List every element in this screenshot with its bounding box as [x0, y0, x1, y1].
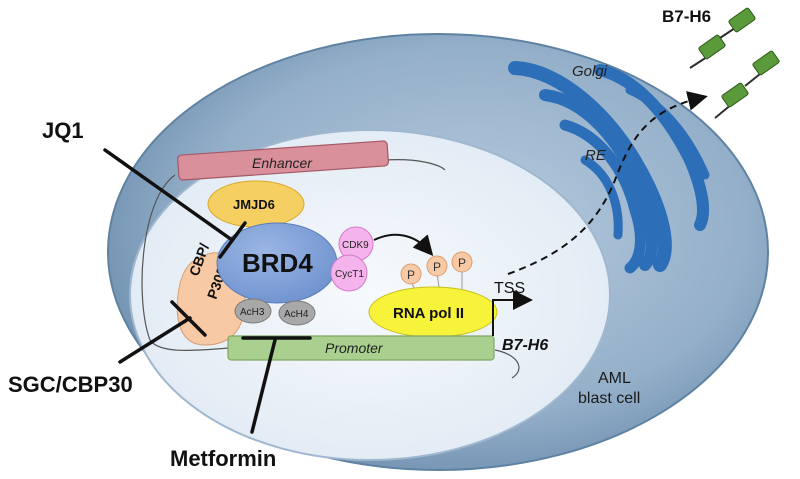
b7h6-surface-protein-1 — [689, 7, 756, 69]
cyct1-label: CycT1 — [335, 269, 364, 280]
dna-strand — [141, 159, 520, 379]
tss-arrow — [492, 290, 533, 336]
enhancer-bar — [177, 140, 389, 181]
golgi-apparatus — [508, 61, 710, 274]
enhancer-label: Enhancer — [252, 155, 313, 171]
cell-label-line1: AML — [598, 370, 631, 387]
promoter-bar — [227, 335, 495, 361]
histone-ach3 — [234, 298, 272, 324]
gene-label: B7-H6 — [502, 337, 548, 354]
cyct1-protein — [330, 254, 368, 292]
phosphate-3-label: P — [458, 256, 466, 270]
tss-label: TSS — [494, 280, 525, 297]
surface-protein-label: B7-H6 — [662, 7, 711, 26]
b7h6-surface-protein-2 — [714, 50, 780, 119]
phosphate-1 — [400, 263, 422, 285]
ach4-label: AcH4 — [284, 309, 309, 320]
re-label: RE — [585, 147, 607, 164]
phosphate-2 — [426, 255, 448, 277]
promoter-label: Promoter — [325, 340, 384, 356]
brd4-label: BRD4 — [242, 248, 313, 278]
jmjd6-label: JMJD6 — [233, 197, 275, 212]
phosphate-3 — [451, 251, 473, 273]
drug-sgc: SGC/CBP30 — [8, 372, 133, 397]
rna-pol-label: RNA pol II — [393, 305, 464, 322]
cdk9-label: CDK9 — [342, 240, 369, 251]
cell-label-line2: blast cell — [578, 390, 640, 407]
transport-arrow — [507, 91, 708, 275]
histone-ach4 — [278, 300, 316, 326]
metformin-inhibition — [241, 336, 312, 434]
drug-jq1: JQ1 — [42, 118, 84, 143]
phosphorylation-arrow — [373, 233, 434, 257]
drug-metformin: Metformin — [170, 446, 276, 471]
phosphate-2-label: P — [433, 260, 441, 274]
sgc-inhibition — [118, 300, 207, 364]
phosphate-1-label: P — [407, 268, 415, 282]
jq1-inhibition — [103, 148, 247, 259]
ach3-label: AcH3 — [240, 307, 265, 318]
golgi-label: Golgi — [572, 63, 608, 80]
